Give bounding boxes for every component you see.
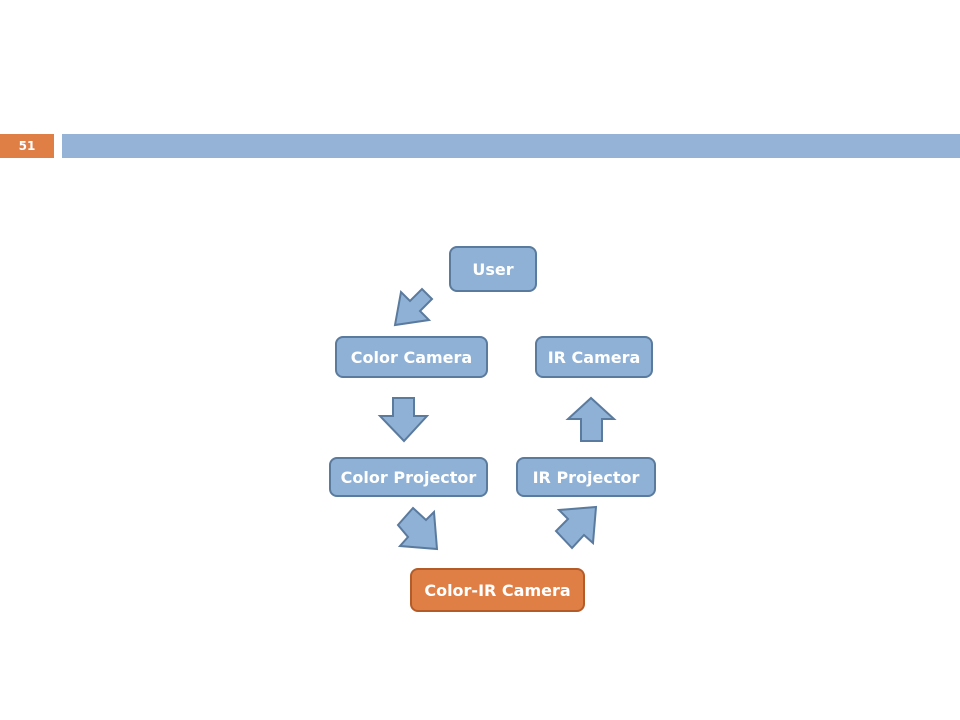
arrow-color-ir-camera-to-ir-projector [554, 505, 598, 550]
node-user: User [449, 246, 537, 292]
node-color-ir-camera: Color-IR Camera [410, 568, 585, 612]
node-color-camera: Color Camera [335, 336, 488, 378]
arrow-color-camera-to-color-projector [377, 397, 430, 443]
node-ir-projector: IR Projector [516, 457, 656, 497]
slide-number: 51 [0, 134, 54, 158]
arrow-color-projector-to-color-ir-camera [396, 506, 439, 551]
node-ir-camera: IR Camera [535, 336, 653, 378]
arrow-user-to-color-camera [393, 287, 434, 327]
arrow-ir-projector-to-ir-camera [565, 396, 617, 442]
node-color-projector: Color Projector [329, 457, 488, 497]
header-bar [62, 134, 960, 158]
